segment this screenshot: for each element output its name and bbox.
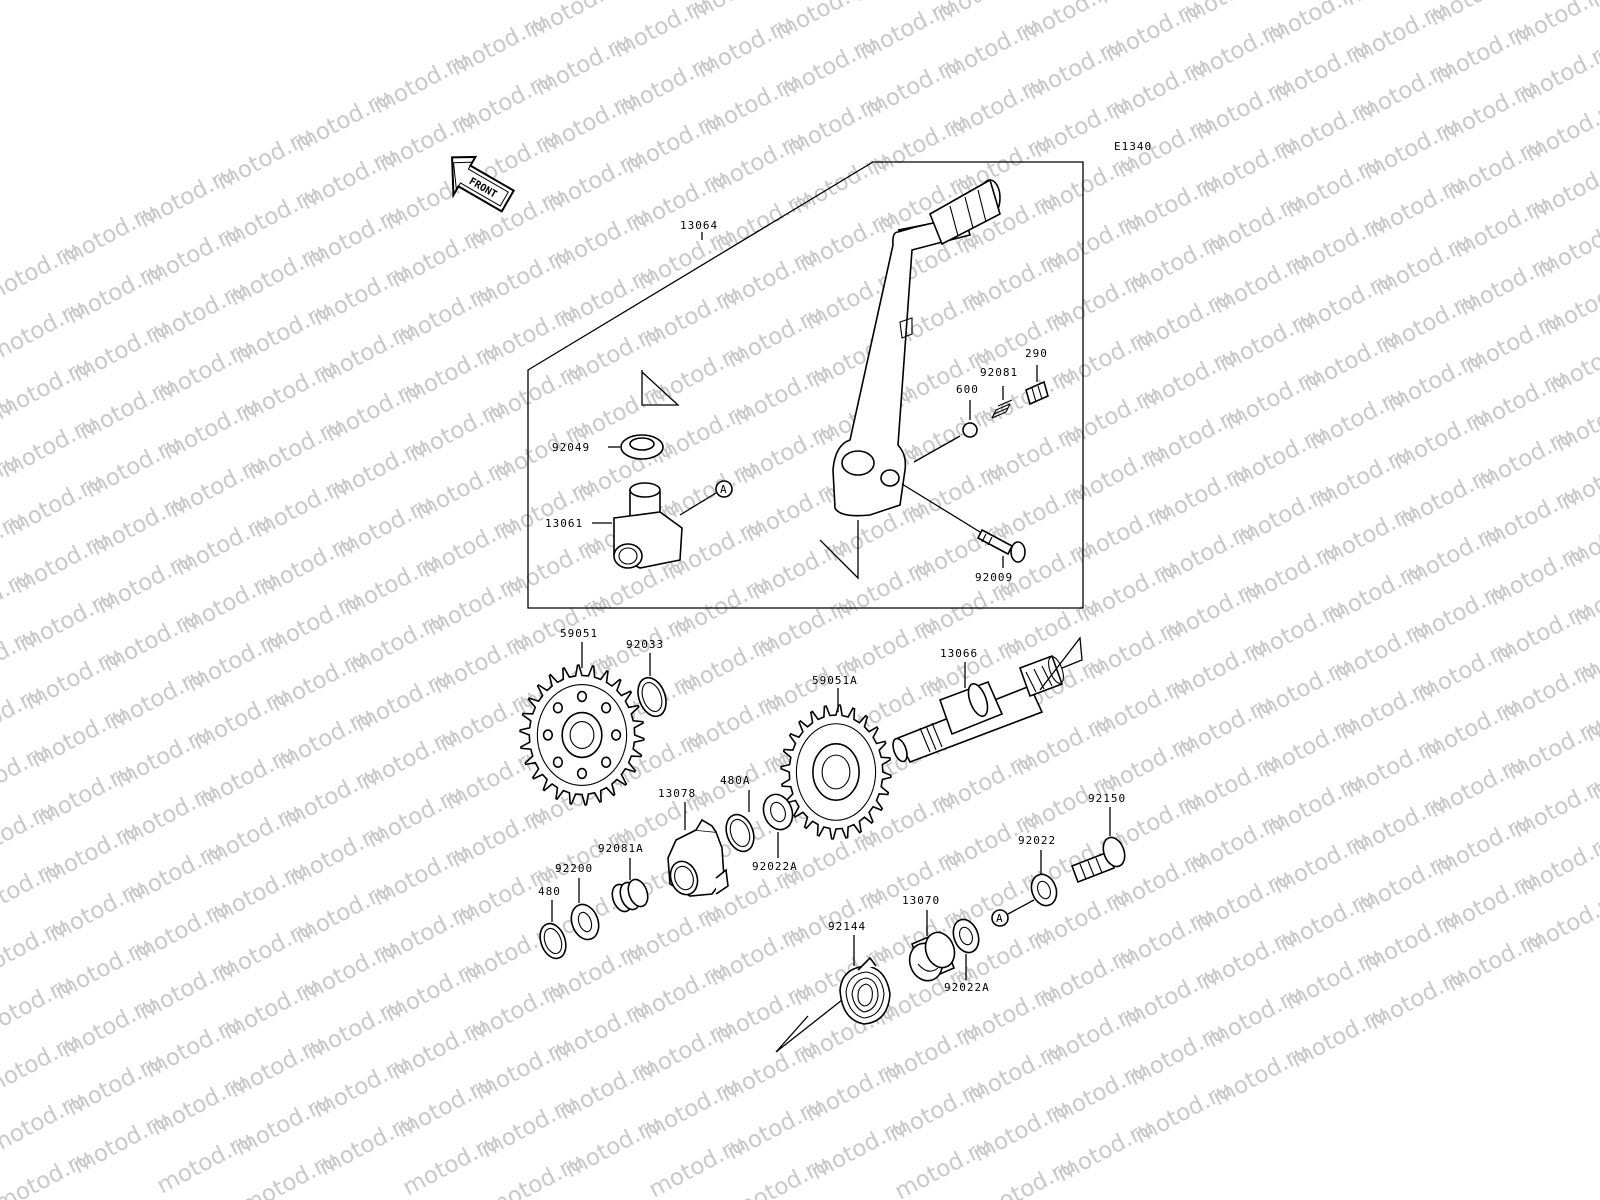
gear-hub (812, 743, 860, 801)
gear-bore (569, 721, 595, 749)
washer-92200 (570, 903, 600, 941)
gear-rim (536, 684, 628, 786)
gear-59051A (780, 704, 892, 840)
gear-hole (600, 702, 612, 714)
label-92022A-lower: 92022A (944, 981, 990, 994)
steel-ball-600 (962, 422, 978, 438)
kick-shaft-13066 (892, 636, 1083, 764)
callout-a1 (715, 480, 733, 498)
gear-hub (561, 711, 603, 759)
axis-line-bolt (901, 483, 981, 533)
circlip-480A (725, 813, 755, 853)
label-13070: 13070 (902, 894, 940, 907)
washer-92022A-upper (762, 793, 794, 831)
assembly-frame (527, 161, 1084, 609)
gear-hole (600, 756, 612, 768)
callout-a2-text: A (996, 912, 1004, 925)
callout-a1-text: A (720, 483, 728, 496)
label-92022: 92022 (1018, 834, 1056, 847)
label-13066: 13066 (940, 647, 978, 660)
label-92200: 92200 (555, 862, 593, 875)
axis-line-ball (913, 435, 961, 463)
spring-92081A (611, 878, 649, 913)
washer-92022A-lower (952, 918, 980, 954)
label-13078: 13078 (658, 787, 696, 800)
oil-seal-92049 (620, 370, 680, 460)
label-92081A: 92081A (598, 842, 644, 855)
kick-spring-92144 (775, 956, 891, 1053)
gear-59051 (519, 664, 645, 806)
watermark-text: motod.ru (1509, 0, 1600, 51)
label-92049: 92049 (552, 441, 590, 454)
label-480A: 480A (720, 774, 751, 787)
gear-hole (552, 756, 564, 768)
label-480: 480 (538, 885, 561, 898)
label-92081: 92081 (980, 366, 1018, 379)
label-92022A-upper: 92022A (752, 860, 798, 873)
gear-hole (576, 690, 588, 703)
label-59051: 59051 (560, 627, 598, 640)
front-arrow-icon: FRONT (451, 155, 516, 213)
spring-guide-13070 (908, 930, 956, 982)
spring-92081 (991, 399, 1013, 419)
gear-hole (610, 729, 622, 741)
gear-rim (795, 723, 877, 821)
gear-hole (576, 767, 588, 780)
label-92033: 92033 (626, 638, 664, 651)
gear-bore (821, 754, 851, 790)
gear-hole (552, 702, 564, 714)
bolt-92150 (1070, 836, 1126, 884)
label-290: 290 (1025, 347, 1048, 360)
label-59051A: 59051A (812, 674, 858, 687)
label-600: 600 (956, 383, 979, 396)
label-13064: 13064 (680, 219, 718, 232)
label-92009: 92009 (975, 571, 1013, 584)
kick-pedal-arm (819, 178, 1001, 580)
callout-a2 (991, 909, 1009, 927)
gear-hole (542, 729, 554, 741)
label-13061: 13061 (545, 517, 583, 530)
ratchet-13078 (667, 818, 729, 897)
bolt-92009 (976, 528, 1026, 563)
axis-line-92022 (1007, 899, 1035, 915)
washer-92022 (1030, 873, 1058, 907)
diagram-code: E1340 (1114, 140, 1152, 153)
kick-shaft-boss-13061 (613, 482, 683, 569)
label-92150: 92150 (1088, 792, 1126, 805)
label-92144: 92144 (828, 920, 866, 933)
circlip-480 (539, 922, 567, 960)
leader-callout-a1 (679, 492, 717, 516)
plug-290 (1025, 380, 1049, 406)
circlip-92033 (637, 676, 667, 718)
